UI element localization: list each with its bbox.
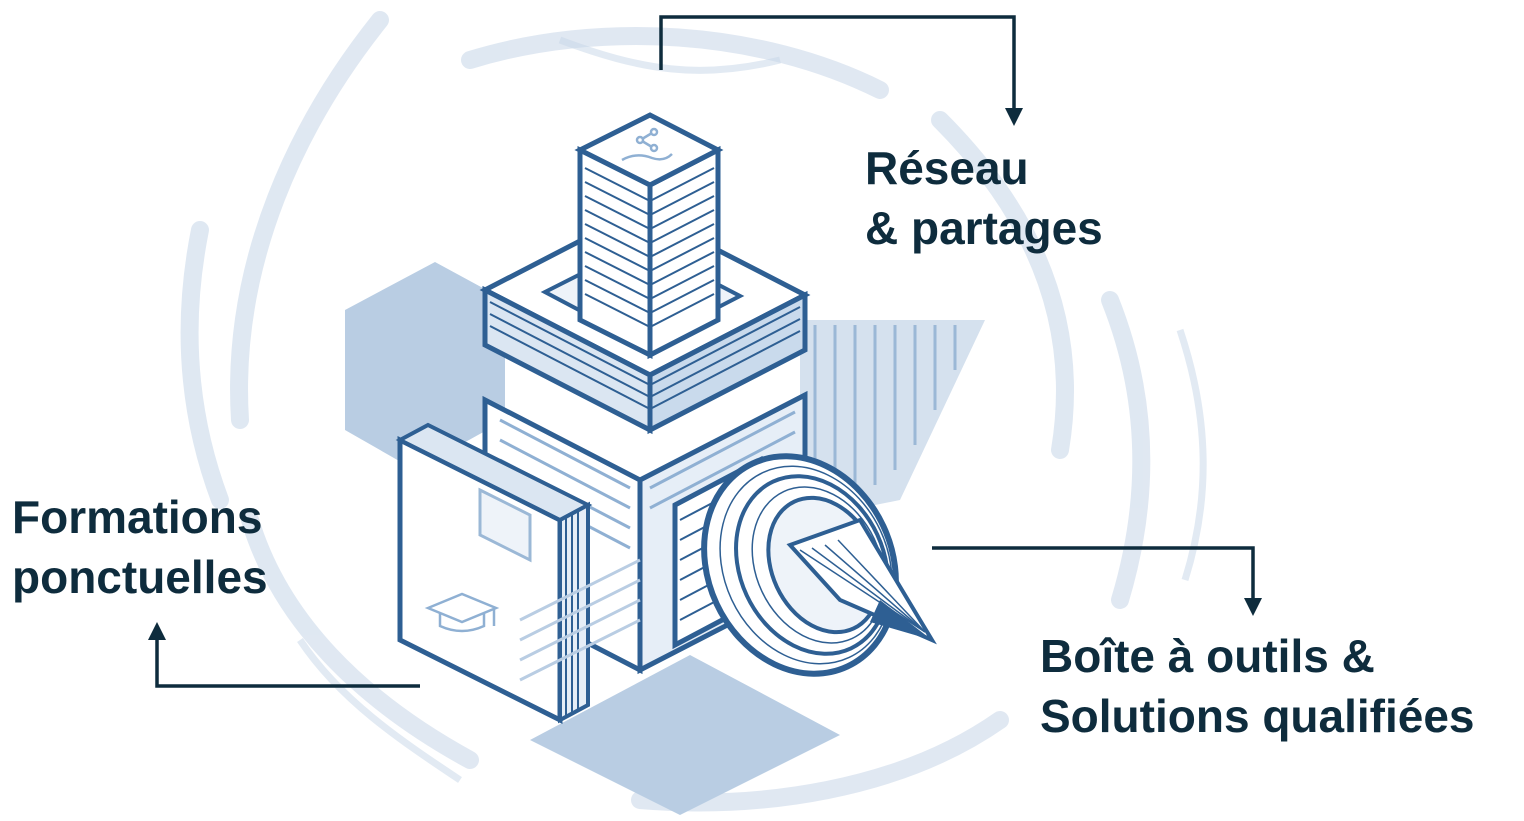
arrowhead-network: [1005, 108, 1023, 126]
label-network-line1: Réseau: [865, 142, 1029, 194]
label-network: Réseau & partages: [865, 138, 1103, 258]
graduation-cap-icon: [424, 592, 500, 633]
label-network-line2: & partages: [865, 202, 1103, 254]
shadow-block-left: [345, 262, 505, 470]
arrow-tools: [932, 546, 1255, 600]
label-training: Formations ponctuelles: [12, 487, 268, 607]
isometric-illustration: [345, 112, 985, 815]
lens-ring-mid: [734, 474, 890, 656]
book-panel-inset: [478, 487, 532, 563]
top-plate-right-edge: [647, 290, 808, 435]
label-tools: Boîte à outils & Solutions qualifiées: [1040, 626, 1475, 746]
label-tools-line2: Solutions qualifiées: [1040, 690, 1475, 742]
shadow-wedge-right: [800, 320, 985, 520]
label-training-line2: ponctuelles: [12, 551, 268, 603]
share-hand-icon: [621, 127, 673, 162]
label-training-line1: Formations: [12, 491, 263, 543]
shadow-bottom-diamond: [530, 655, 840, 815]
arrowhead-tools: [1244, 598, 1262, 616]
arrow-network: [659, 15, 1016, 110]
lens-cone-tip: [870, 600, 932, 640]
tower-top: [574, 112, 724, 188]
arrowhead-training: [148, 622, 166, 640]
label-tools-line1: Boîte à outils &: [1040, 630, 1375, 682]
arrow-training: [155, 638, 420, 688]
